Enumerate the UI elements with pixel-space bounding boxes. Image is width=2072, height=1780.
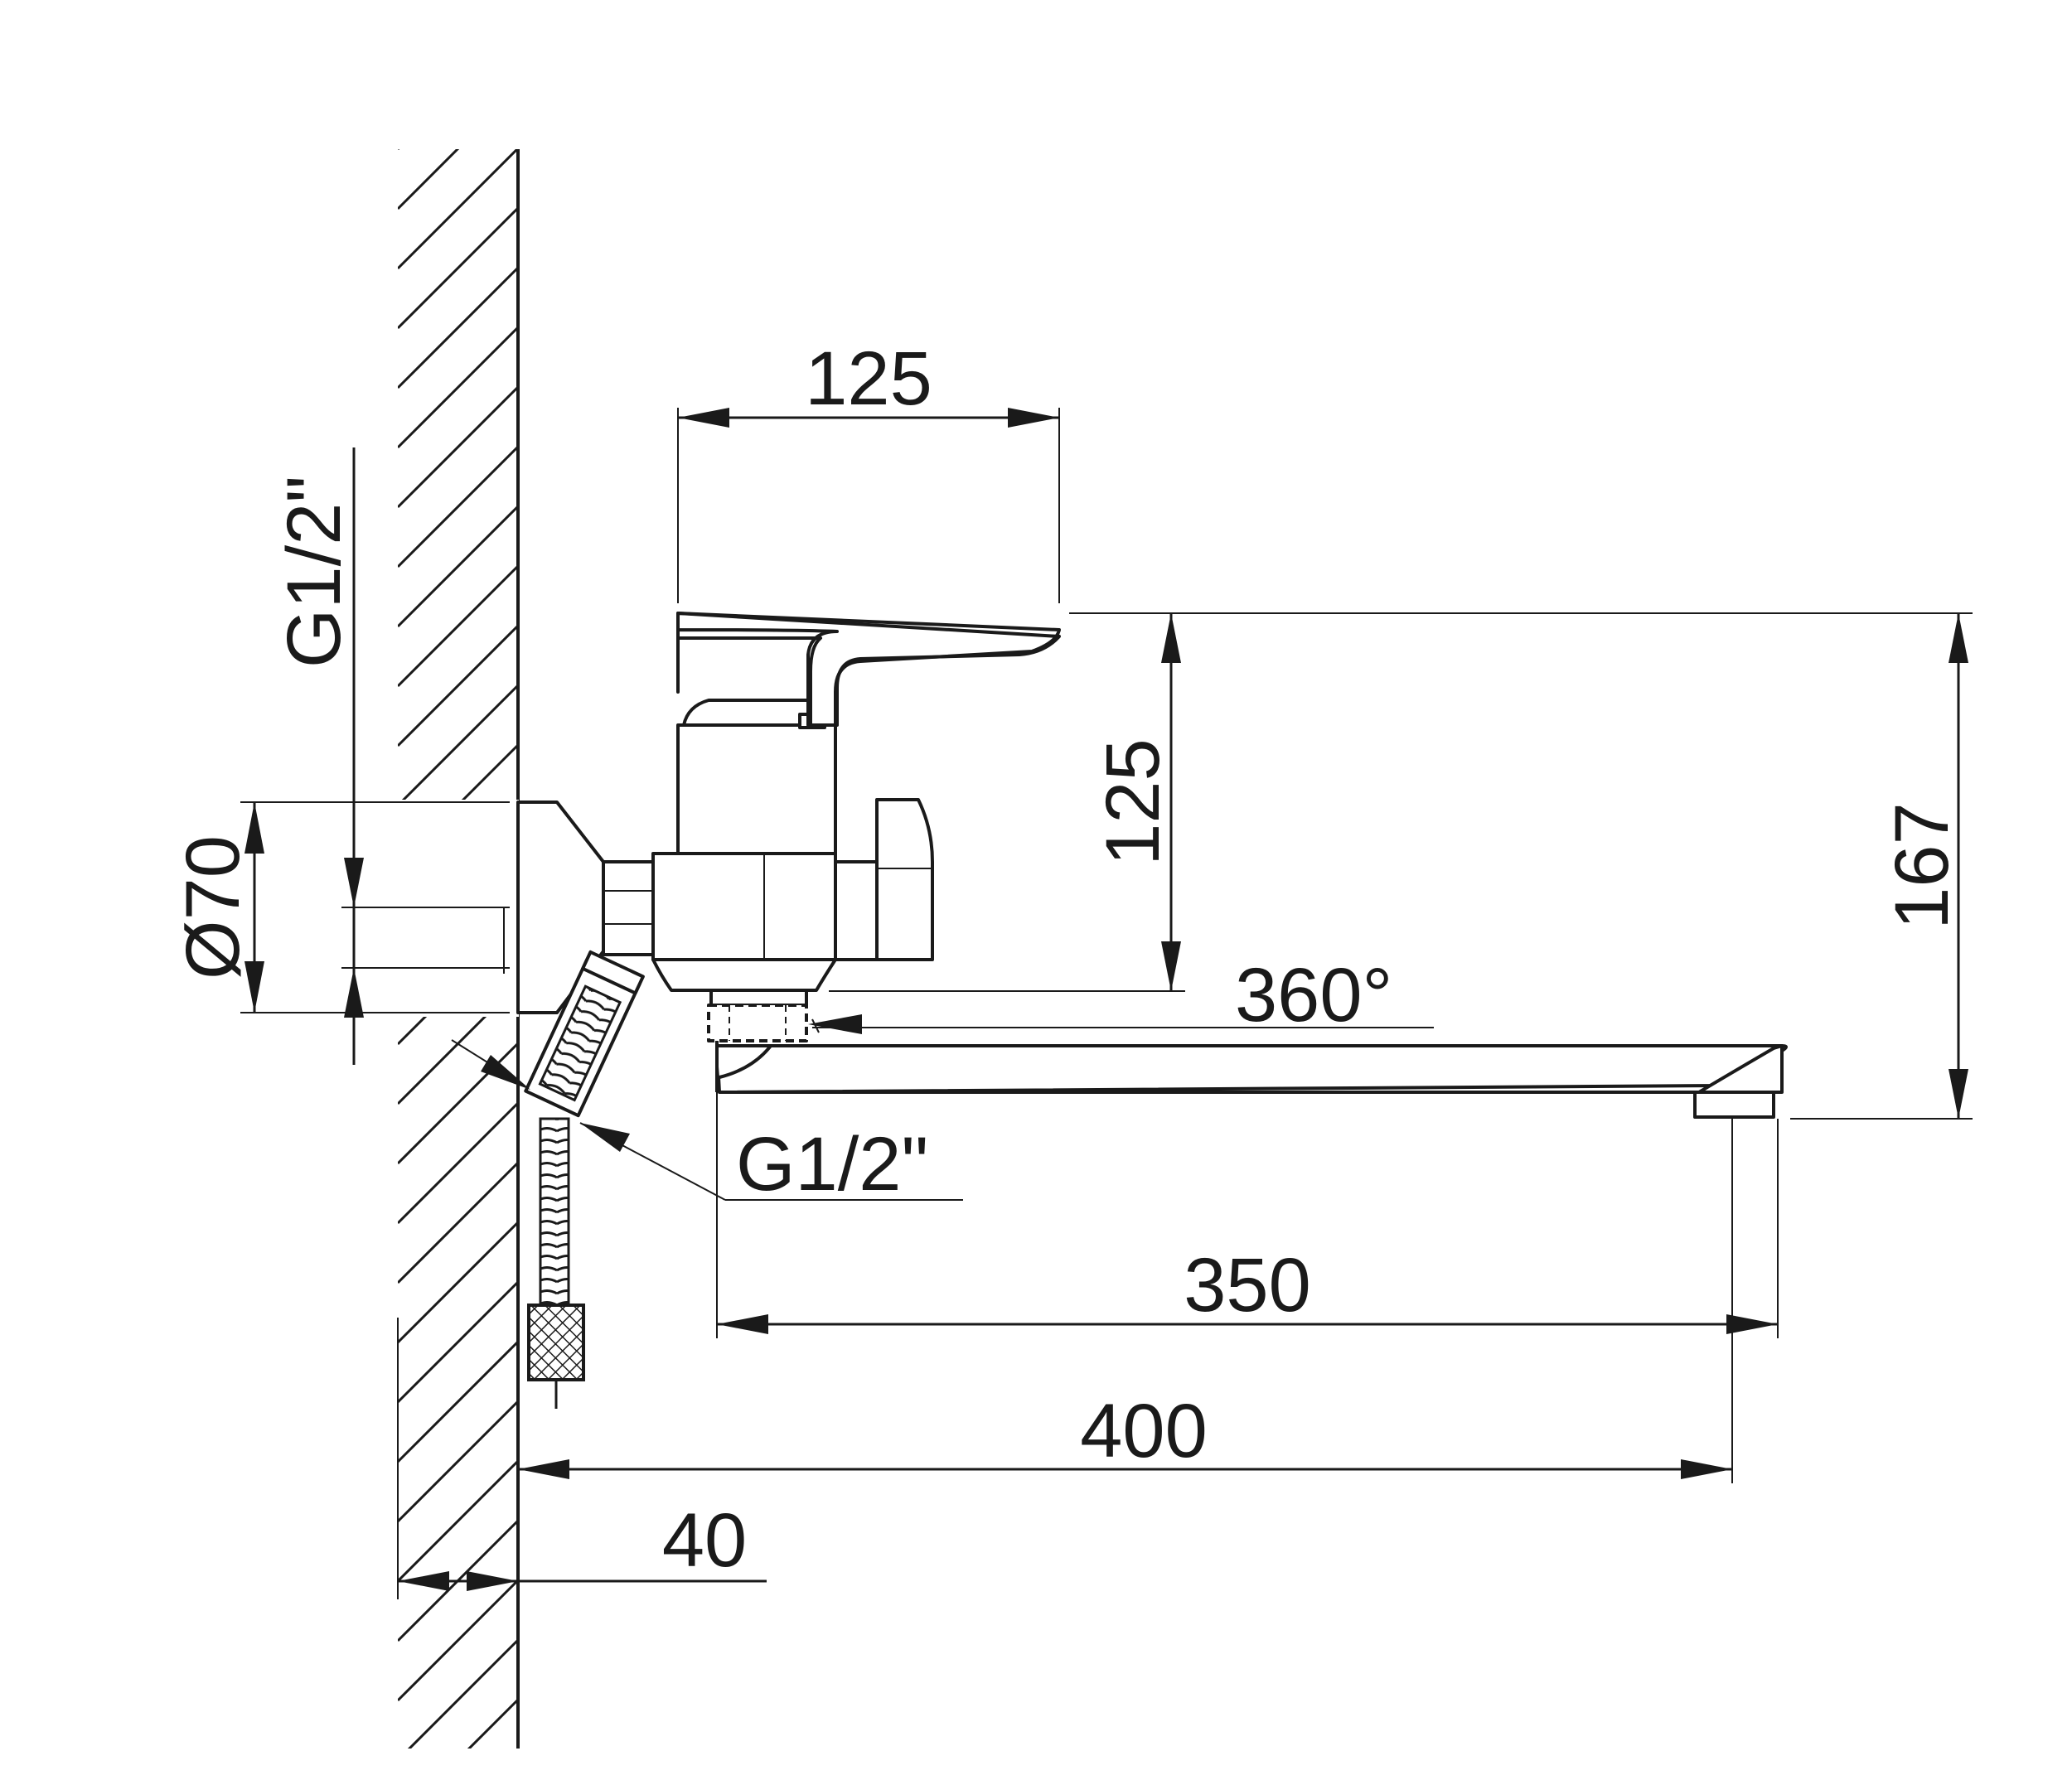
dim-wall-offset: 40 — [397, 1318, 767, 1599]
diverter-knob — [875, 798, 934, 961]
wall-hatch-line — [398, 1579, 518, 1702]
dim-total-reach-label: 400 — [1080, 1389, 1208, 1473]
shower-outlet — [524, 950, 645, 1118]
dim-spout-reach: 350 — [716, 1092, 1779, 1338]
wall-hatch-line — [407, 1638, 518, 1749]
wall-hatch-line — [398, 1280, 518, 1404]
dim-total-reach: 400 — [518, 1117, 1733, 1483]
wall-hatch-line — [398, 684, 518, 807]
dim-lever-width: 125 — [677, 336, 1060, 603]
cartridge-cap — [682, 699, 818, 727]
wall-hatch-line — [467, 1698, 518, 1749]
dim-flange-diameter: Ø70 — [171, 801, 510, 1013]
wall-hatch-line — [398, 385, 518, 509]
diverter-stem — [834, 860, 879, 961]
faucet — [503, 612, 1788, 1409]
dim-total-height-label: 167 — [1880, 802, 1964, 930]
wall-hatch-line — [398, 1101, 518, 1225]
wall-hatch-line — [398, 505, 518, 628]
dim-body-height: 125 — [829, 612, 1185, 992]
dim-shower-thread-label: G1/2" — [736, 1122, 928, 1207]
dim-swivel-angle: 360° — [808, 953, 1434, 1038]
dim-lever-width-label: 125 — [805, 336, 932, 421]
wall-hatch-line — [398, 326, 518, 449]
wall-hatch-line — [398, 206, 518, 330]
wall-hatch-line — [398, 1459, 518, 1583]
wall-hatch-line — [398, 445, 518, 568]
wall-hatch-line — [398, 1221, 518, 1344]
wall-hatch-line — [398, 1161, 518, 1284]
shower-outlet-cap — [581, 950, 645, 995]
dim-inlet-thread-label: G1/2" — [272, 476, 356, 668]
dim-body-height-label: 125 — [1091, 738, 1175, 866]
wall-hatch-line — [398, 1340, 518, 1463]
spout-root — [715, 1041, 772, 1092]
eccentric-nut — [602, 860, 655, 956]
spout — [715, 1044, 1788, 1094]
dim-wall-offset-label: 40 — [662, 1498, 747, 1583]
wall-hatch-line — [398, 266, 518, 389]
lever-handle — [676, 612, 1061, 727]
aerator — [1693, 1091, 1775, 1119]
valve-lower-body — [651, 958, 837, 992]
wall-hatch-line — [398, 149, 518, 270]
dim-flange-diameter-label: Ø70 — [171, 835, 255, 979]
dim-total-height: 167 — [1069, 612, 1973, 1120]
shower-outlet-thread — [538, 984, 622, 1102]
swivel-connector — [707, 1004, 808, 1042]
wall — [398, 149, 520, 1749]
hose-end-fitting — [527, 1304, 585, 1381]
valve-body — [651, 852, 837, 961]
wall-hatch-line — [398, 564, 518, 688]
shower-hose — [539, 1117, 570, 1307]
wall-hatch-line — [398, 149, 400, 151]
dim-inlet-thread: G1/2" — [272, 447, 510, 1065]
dim-spout-reach-label: 350 — [1184, 1243, 1311, 1328]
dim-shower-thread: G1/2" — [451, 1039, 963, 1207]
dimensions: 125 125 167 360° — [171, 336, 1973, 1599]
wall-hatch-line — [398, 1042, 518, 1165]
wall-hatch-line — [398, 149, 460, 210]
lever-handle-outline — [676, 612, 1061, 727]
wall-hatch-line — [398, 624, 518, 747]
cartridge-block — [676, 723, 837, 855]
wall-hatch-line — [398, 1400, 518, 1523]
swivel-nut — [709, 989, 808, 1007]
dim-swivel-angle-label: 360° — [1235, 953, 1392, 1038]
